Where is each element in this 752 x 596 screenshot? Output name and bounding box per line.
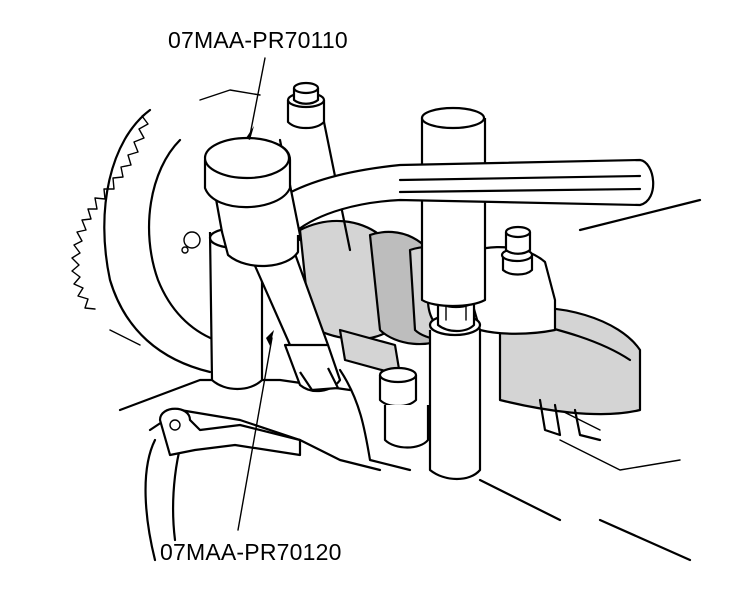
socket-tool <box>246 238 342 393</box>
wrench-head <box>203 136 302 267</box>
wrench-handle <box>278 158 655 234</box>
tool-callout-bottom: 07MAA-PR70120 <box>160 539 342 565</box>
lower-bolt <box>338 366 430 472</box>
leader-lines <box>237 57 274 531</box>
tool-callout-top: 07MAA-PR70110 <box>168 27 348 53</box>
cam-sprocket <box>71 89 261 374</box>
bracket <box>158 407 302 457</box>
